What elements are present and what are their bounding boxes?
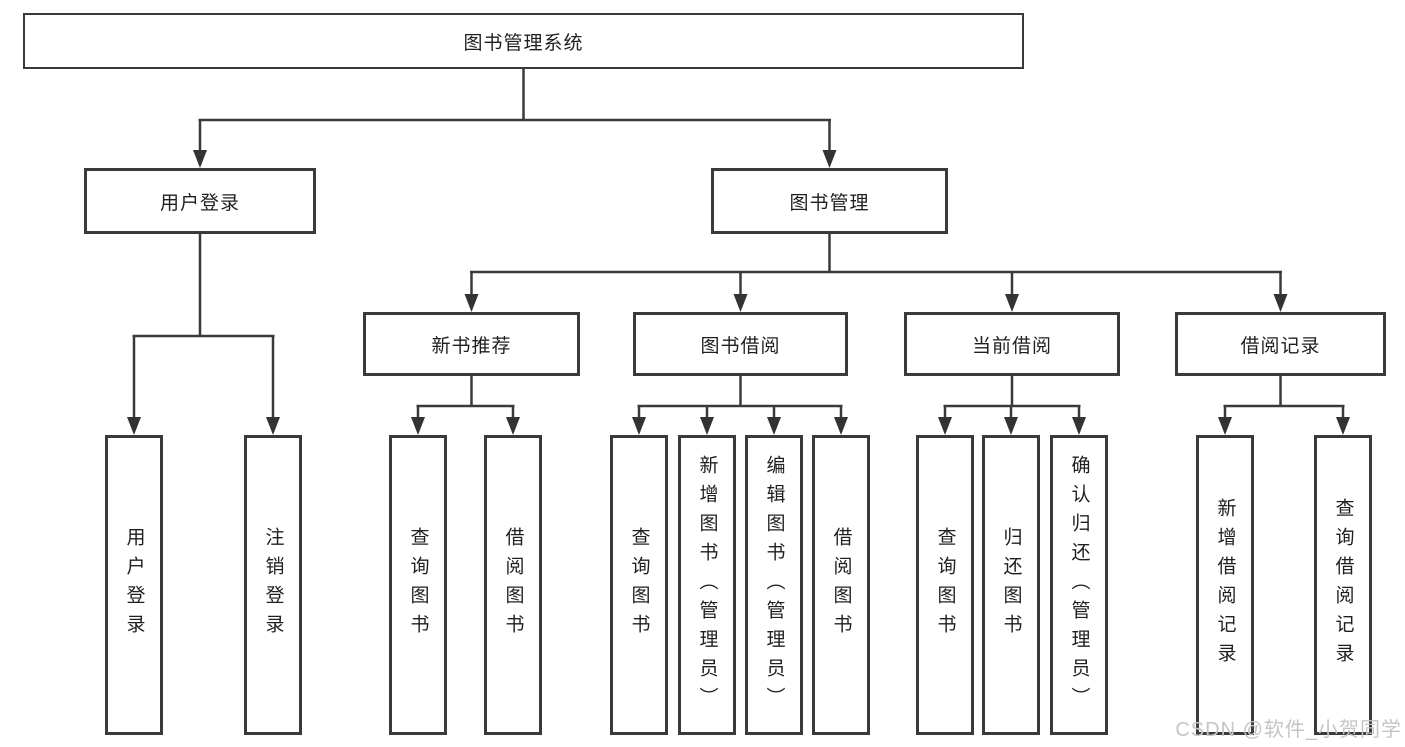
node-label: 用户登录 — [159, 192, 240, 214]
leaf-edit-book-admin: 编辑图书（管理员） — [745, 435, 803, 735]
leaf-add-book-admin: 新增图书（管理员） — [678, 435, 736, 735]
node-label: 图书管理 — [789, 192, 870, 214]
leaf-user-login: 用户登录 — [105, 435, 163, 735]
node-label: 图书管理系统 — [463, 32, 584, 54]
node-label: 新增图书（管理员） — [696, 454, 718, 716]
leaf-borrow-book: 借阅图书 — [812, 435, 870, 735]
leaf-recommend-borrow-book: 借阅图书 — [484, 435, 542, 735]
node-label: 查询图书 — [934, 527, 956, 643]
leaf-confirm-return-admin: 确认归还（管理员） — [1050, 435, 1108, 735]
node-label: 归还图书 — [1000, 527, 1022, 643]
node-label: 查询借阅记录 — [1332, 498, 1354, 672]
node-new-book-recommend: 新书推荐 — [363, 312, 580, 376]
node-user-login: 用户登录 — [84, 168, 316, 234]
leaf-current-query-book: 查询图书 — [916, 435, 974, 735]
node-label: 查询图书 — [407, 527, 429, 643]
node-current-borrow: 当前借阅 — [904, 312, 1120, 376]
node-borrow-record: 借阅记录 — [1175, 312, 1386, 376]
node-label: 确认归还（管理员） — [1068, 454, 1090, 716]
node-label: 借阅记录 — [1240, 335, 1321, 357]
leaf-logout-login: 注销登录 — [244, 435, 302, 735]
node-label: 用户登录 — [123, 527, 145, 643]
node-label: 查询图书 — [628, 527, 650, 643]
node-label: 借阅图书 — [830, 527, 852, 643]
node-book-management: 图书管理 — [711, 168, 948, 234]
leaf-add-borrow-record: 新增借阅记录 — [1196, 435, 1254, 735]
node-label: 图书借阅 — [700, 335, 781, 357]
node-label: 新书推荐 — [431, 335, 512, 357]
leaf-query-borrow-record: 查询借阅记录 — [1314, 435, 1372, 735]
csdn-watermark: CSDN @软件_小贺同学 — [1175, 719, 1402, 741]
node-library-management-system: 图书管理系统 — [23, 13, 1024, 69]
node-label: 新增借阅记录 — [1214, 498, 1236, 672]
node-label: 借阅图书 — [502, 527, 524, 643]
leaf-return-book: 归还图书 — [982, 435, 1040, 735]
node-label: 注销登录 — [262, 527, 284, 643]
node-book-borrow: 图书借阅 — [633, 312, 848, 376]
node-label: 当前借阅 — [971, 335, 1052, 357]
leaf-borrow-query-book: 查询图书 — [610, 435, 668, 735]
leaf-recommend-query-book: 查询图书 — [389, 435, 447, 735]
node-label: 编辑图书（管理员） — [763, 454, 785, 716]
